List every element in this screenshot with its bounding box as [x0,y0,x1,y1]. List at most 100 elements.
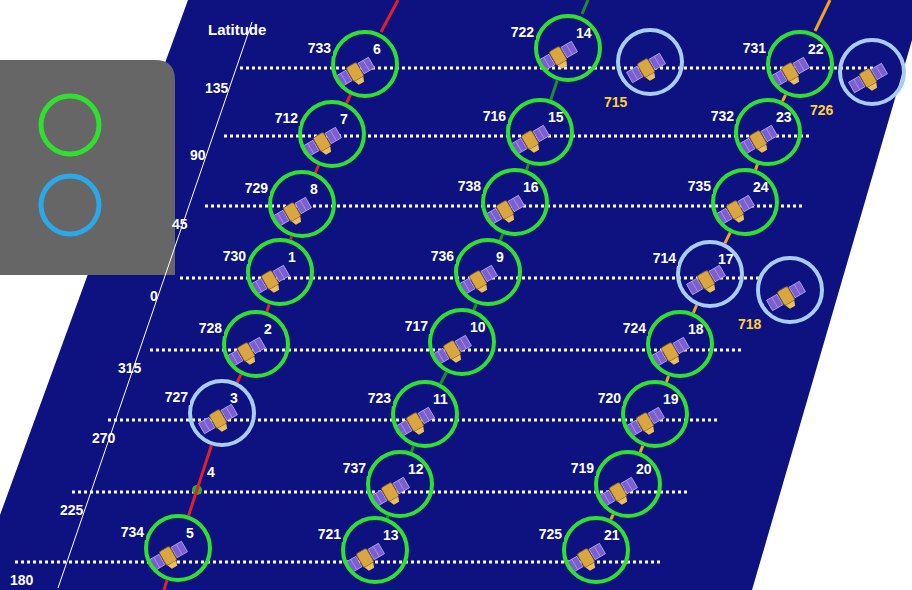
satellite-id: 732 [709,108,736,124]
satellite-icon [345,542,388,579]
active-satellite-circle: 7298 [268,170,336,238]
active-satellite-circle: 72418 [646,310,714,378]
slot-number: 14 [576,25,592,41]
legend-panel [0,60,175,275]
active-satellite-circle: 7369 [454,238,522,306]
satellite-icon [848,62,891,99]
latitude-axis [58,22,252,588]
legend-blue-circle [41,176,99,234]
satellite-icon [272,196,315,233]
plane-line-yellow [815,0,830,31]
satellite-icon [686,264,729,301]
latitude-value: 315 [118,360,141,376]
satellite-id: 722 [509,24,536,40]
spare-satellite-id: 718 [736,316,763,332]
active-satellite-circle: 71920 [594,450,662,518]
satellite-icon [148,540,191,577]
slot-number: 9 [496,249,504,265]
satellite-id: 736 [429,248,456,264]
orbital-plane-line [315,165,318,172]
slot-number: 10 [470,319,486,335]
orbital-plane-line [640,446,643,453]
slot-number: 1 [288,249,296,265]
spare-satellite-circle: 718 [756,256,824,324]
satellite-icon [566,542,609,579]
satellite-id: 729 [243,180,270,196]
satellite-id: 712 [273,110,300,126]
latitude-value: 180 [10,572,33,588]
orbital-plane-line [474,304,476,310]
orbital-plane-line [500,234,503,241]
active-satellite-circle: 72113 [341,516,409,584]
active-satellite-circle: 7336 [331,30,399,98]
satellite-icon [226,336,269,373]
plane-line-red [164,580,167,590]
latitude-value: 45 [172,216,188,232]
slot-number: 23 [776,109,792,125]
latitude-value: 0 [150,288,158,304]
satellite-icon [650,336,693,373]
slot-number: 6 [373,41,381,57]
latitude-lines [15,68,880,562]
satellite-icon [738,124,781,161]
satellite-id: 730 [221,248,248,264]
orbital-plane-line [666,376,668,382]
satellite-icon [302,126,345,163]
slot-number: 4 [207,464,215,480]
slot-number: 8 [310,181,318,197]
orbital-plane-line [551,80,557,99]
satellite-icon [766,280,809,317]
latitude-value: 225 [60,502,83,518]
satellite-id: 719 [569,460,596,476]
legend-green-circle [41,96,99,154]
satellite-id: 731 [741,40,768,56]
plane-line-red [381,0,398,32]
satellite-id: 733 [306,40,333,56]
satellite-id: 727 [163,389,190,405]
active-satellite-circle: 72214 [534,14,602,82]
satellite-id: 737 [341,460,368,476]
orbital-plane-line [725,233,730,244]
satellite-icon [395,406,438,443]
satellite-id: 716 [481,108,508,124]
latitude-value: 90 [190,147,206,163]
satellite-icon [538,40,581,77]
satellite-icon [598,476,641,513]
slot-number: 12 [408,461,424,477]
plane-line-green [582,0,588,14]
slot-number: 16 [523,179,539,195]
latitude-value: 270 [92,430,115,446]
satellite-id: 714 [651,250,678,266]
orbital-plane-line [189,445,212,515]
satellite-icons [148,40,891,579]
slot-number: 20 [636,461,652,477]
satellite-id: 725 [537,526,564,542]
satellite-icon [626,52,669,89]
orbital-plane-line [782,95,785,101]
satellite-icon [485,194,528,231]
orbital-plane-line [526,164,528,170]
satellite-id: 723 [366,390,393,406]
orbital-plane-line [267,304,269,311]
spare-satellite-id: 715 [602,94,629,110]
satellite-icon [335,56,378,93]
active-satellite-circle: 7282 [222,310,290,378]
active-satellite-circle: 72019 [621,380,689,448]
slot-number: 24 [753,179,769,195]
satellite-icon [715,194,758,231]
satellite-id: 717 [403,318,430,334]
active-satellite-circle: 7301 [246,238,314,306]
slot-number: 5 [186,525,194,541]
slot-number: 7 [340,111,348,127]
satellite-icon [625,406,668,443]
active-satellite-circle: 7127 [298,100,366,168]
axis-title: Latitude [208,22,266,38]
spare-satellite-id: 726 [808,102,835,118]
spare-satellite-circle: 715 [616,28,684,96]
active-satellite-circle: 71615 [506,98,574,166]
active-satellite-circle: 72311 [391,380,459,448]
slot-number: 21 [604,527,620,543]
satellite-id: 728 [197,320,224,336]
